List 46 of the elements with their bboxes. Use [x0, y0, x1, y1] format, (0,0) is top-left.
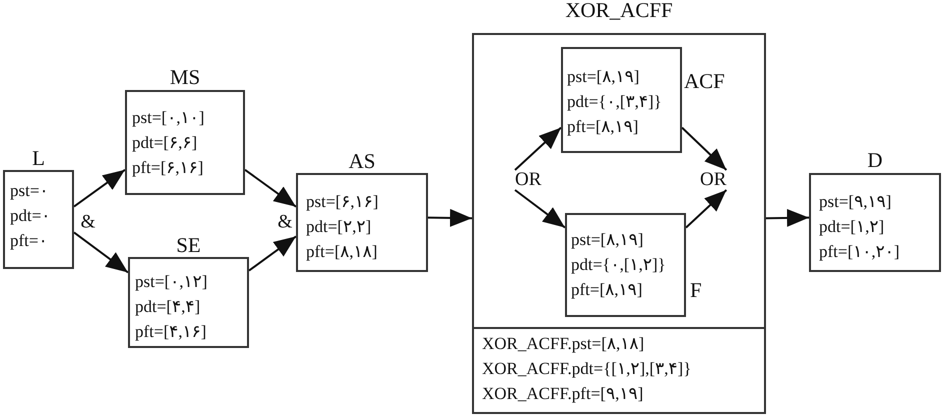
arrow	[248, 236, 297, 272]
attribute-text: pdt=[۴,۴]	[135, 296, 200, 318]
arrow	[73, 232, 129, 274]
node-title: XOR_ACFF	[565, 0, 673, 21]
attribute-text: pft=[۱۰,۲۰]	[819, 241, 900, 263]
attribute-text: pdt=۰	[10, 205, 50, 227]
attribute-text: pdt=[۲,۲]	[306, 216, 372, 238]
node-title: L	[32, 148, 45, 169]
attribute-text: pst=[۰,۱۰]	[132, 107, 204, 129]
attribute-text: XOR_ACFF.pdt={[۱,۲],[۳,۴]}	[482, 358, 692, 380]
arrow	[428, 208, 472, 227]
attribute-text: pdt={۰,[۳,۴]}	[567, 91, 662, 113]
attribute-text: pft=[۶,۱۶]	[132, 157, 204, 179]
attribute-text: pdt=[۱,۲]	[819, 216, 884, 238]
attribute-text: pst=[۹,۱۹]	[819, 191, 892, 213]
attribute-text: pft=[۸,۱۹]	[567, 116, 638, 138]
attribute-text: pst=[۶,۱۶]	[306, 191, 378, 213]
attribute-text: pdt={۰,[۱,۲]}	[571, 254, 666, 276]
attribute-text: pdt=[۶,۶]	[132, 132, 198, 154]
arrow	[766, 208, 810, 227]
node-title: F	[690, 280, 702, 301]
attribute-text: pft=[۸,۱۹]	[571, 279, 642, 301]
arrow	[514, 189, 566, 228]
node-title: SE	[176, 235, 201, 256]
node-title: MS	[170, 67, 200, 88]
attribute-text: XOR_ACFF.pst=[۸,۱۸]	[482, 333, 644, 355]
join-label: &	[278, 212, 292, 232]
node-title: ACF	[684, 71, 725, 92]
arrow	[514, 126, 562, 171]
attribute-text: pft=۰	[10, 230, 48, 252]
attribute-text: pst=[۸,۱۹]	[567, 66, 640, 88]
attribute-text: pft=[۸,۱۸]	[306, 241, 378, 263]
arrow	[244, 169, 297, 208]
join-label: &	[80, 212, 96, 232]
or-gateway-label: OR	[700, 170, 726, 190]
node-title: D	[867, 150, 883, 171]
attribute-text: XOR_ACFF.pft=[۹,۱۹]	[482, 383, 644, 405]
arrow	[73, 168, 126, 208]
or-gateway-label: OR	[515, 170, 542, 190]
attribute-text: pst=[۸,۱۹]	[571, 229, 644, 251]
arrow	[685, 189, 728, 228]
attribute-text: pft=[۴,۱۶]	[135, 321, 206, 343]
node-title: AS	[348, 151, 376, 172]
attribute-text: pst=[۰,۱۲]	[135, 271, 208, 293]
arrow	[681, 126, 728, 171]
attribute-text: pst=۰	[10, 180, 49, 202]
